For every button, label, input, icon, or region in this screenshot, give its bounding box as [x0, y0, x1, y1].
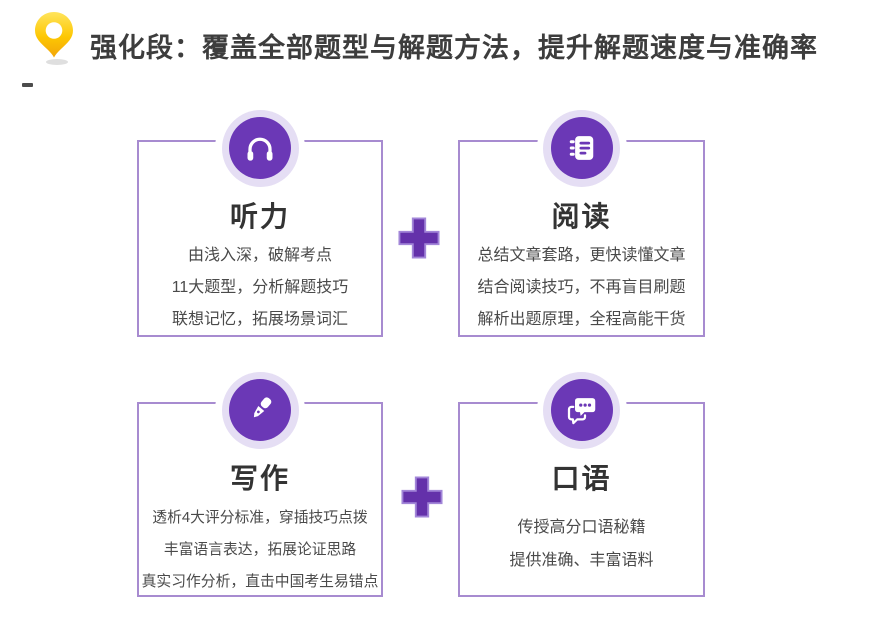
card-line: 丰富语言表达，拓展论证思路: [163, 542, 357, 558]
writing-card: 写作 透析4大评分标准，穿插技巧点拨 丰富语言表达，拓展论证思路 真实习作分析，…: [137, 365, 383, 598]
section-header: 强化段：覆盖全部题型与解题方法，提升解题速度与准确率: [0, 0, 870, 100]
card-title: 阅读: [551, 201, 612, 232]
pen-icon: [215, 365, 305, 455]
card-line: 真实习作分析，直击中国考生易错点: [141, 574, 379, 590]
plus-icon: [398, 217, 440, 259]
card-line: 结合阅读技巧，不再盲目刷题: [477, 279, 686, 296]
reading-card: 阅读 总结文章套路，更快读懂文章 结合阅读技巧，不再盲目刷题 解析出题原理，全程…: [458, 103, 705, 337]
plus-icon: [401, 476, 443, 518]
notebook-icon: [536, 103, 627, 193]
card-line: 联想记忆，拓展场景词汇: [171, 311, 348, 328]
card-title: 听力: [229, 201, 290, 232]
card-line: 提供准确、丰富语料: [509, 552, 654, 569]
location-pin-icon: [30, 11, 78, 69]
card-body: 总结文章套路，更快读懂文章 结合阅读技巧，不再盲目刷题 解析出题原理，全程高能干…: [460, 240, 703, 336]
card-line: 11大题型，分析解题技巧: [171, 279, 349, 296]
card-body: 透析4大评分标准，穿插技巧点拨 丰富语言表达，拓展论证思路 真实习作分析，直击中…: [139, 502, 381, 598]
card-body: 传授高分口语秘籍 提供准确、丰富语料: [460, 511, 703, 577]
page-title: 强化段：覆盖全部题型与解题方法，提升解题速度与准确率: [90, 33, 818, 63]
listening-card: 听力 由浅入深，破解考点 11大题型，分析解题技巧 联想记忆，拓展场景词汇: [137, 103, 383, 337]
card-line: 由浅入深，破解考点: [187, 247, 332, 264]
card-body: 由浅入深，破解考点 11大题型，分析解题技巧 联想记忆，拓展场景词汇: [139, 240, 381, 336]
card-line: 透析4大评分标准，穿插技巧点拨: [152, 510, 368, 526]
speech-bubbles-icon: [536, 365, 627, 455]
card-title: 写作: [229, 463, 290, 494]
card-line: 解析出题原理，全程高能干货: [477, 311, 686, 328]
card-line: 总结文章套路，更快读懂文章: [477, 247, 686, 264]
headphones-icon: [215, 103, 305, 193]
stray-dash-mark: [22, 83, 33, 87]
card-line: 传授高分口语秘籍: [517, 519, 646, 536]
card-title: 口语: [551, 463, 612, 494]
speaking-card: 口语 传授高分口语秘籍 提供准确、丰富语料: [458, 365, 705, 597]
